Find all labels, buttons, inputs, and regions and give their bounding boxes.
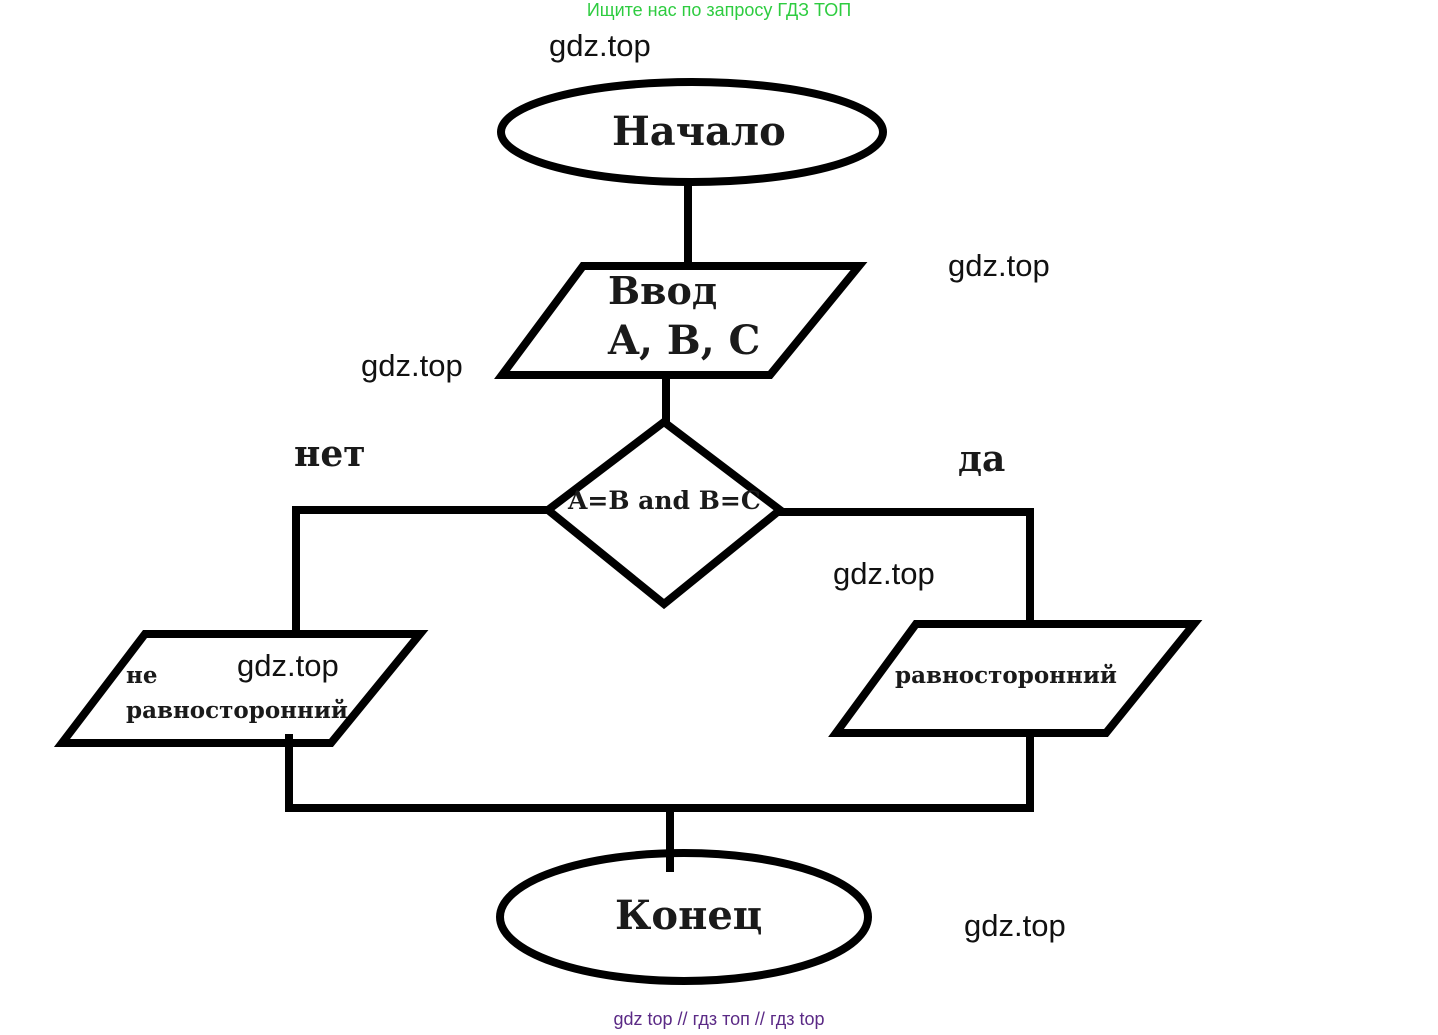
watermark: gdz.top: [833, 556, 935, 591]
watermark: gdz.top: [549, 28, 651, 63]
footer-link-gdz-top-ru[interactable]: гдз топ: [692, 1009, 750, 1029]
input-label-line2: A, B, C: [608, 317, 761, 364]
footer-link-gdz-top-mixed[interactable]: гдз top: [769, 1009, 825, 1029]
footer-separator: //: [754, 1009, 765, 1029]
decision-diamond: [541, 416, 787, 610]
output-no-parallelogram: [53, 630, 429, 747]
output-no-label-line2: равносторонний: [126, 697, 348, 724]
end-label: Конец: [615, 892, 763, 939]
start-label: Начало: [612, 108, 786, 155]
footer-link-gdz-top[interactable]: gdz top: [613, 1009, 673, 1029]
input-parallelogram: [494, 262, 868, 379]
watermark: gdz.top: [948, 248, 1050, 283]
yes-branch-label: да: [958, 438, 1006, 480]
output-no-label-line1: не: [126, 662, 158, 689]
watermark: gdz.top: [964, 908, 1066, 943]
no-branch-label: нет: [294, 433, 366, 475]
watermark: gdz.top: [361, 348, 463, 383]
end-terminator: [496, 849, 872, 985]
input-label-line1: Ввод: [608, 268, 718, 313]
top-banner: Ищите нас по запросу ГДЗ ТОП: [586, 0, 852, 20]
footer-links: gdz top // гдз топ // гдз top: [0, 1009, 1438, 1030]
condition-label: A=B and B=C: [568, 486, 761, 515]
watermark: gdz.top: [237, 648, 339, 683]
connector-merge: [285, 729, 1034, 812]
connector-yes-branch: [776, 508, 1034, 628]
footer-separator: //: [677, 1009, 688, 1029]
connector-no-branch: [292, 506, 552, 638]
output-yes-parallelogram: [828, 620, 1203, 737]
output-yes-label: равносторонний: [895, 662, 1117, 689]
